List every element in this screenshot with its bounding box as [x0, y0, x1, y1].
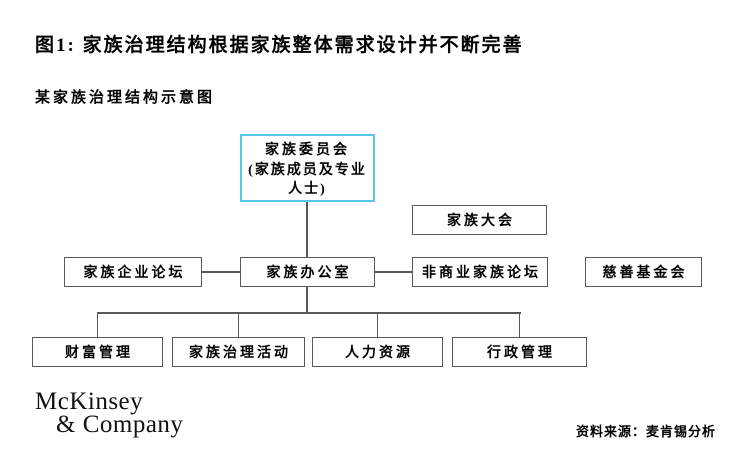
- figure-title: 图1: 家族治理结构根据家族整体需求设计并不断完善: [35, 35, 524, 56]
- node-human-resources-label: 人力资源: [345, 346, 413, 361]
- connector-drop-admin: [518, 313, 520, 337]
- connector-drop-wealth: [96, 313, 98, 337]
- node-wealth-management-label: 财富管理: [65, 346, 133, 361]
- mckinsey-logo-line2: & Company: [56, 411, 184, 438]
- mckinsey-logo: McKinsey & Company: [35, 388, 184, 438]
- node-family-committee-title: 家族委员会: [265, 143, 350, 158]
- node-family-assembly: 家族大会: [412, 205, 547, 235]
- node-administration: 行政管理: [452, 337, 587, 367]
- node-family-assembly-label: 家族大会: [447, 214, 515, 229]
- figure-subtitle: 某家族治理结构示意图: [35, 90, 216, 106]
- node-family-committee: 家族委员会 (家族成员及专业 人士): [240, 134, 375, 202]
- connector-drop-govact: [237, 313, 239, 337]
- connector-drop-hr: [376, 313, 378, 337]
- node-family-committee-sub-line1: (家族成员及专业: [248, 163, 367, 178]
- node-human-resources: 人力资源: [312, 337, 443, 367]
- source-note: 资料来源：麦肯锡分析: [575, 424, 716, 439]
- connector-committee-office: [306, 202, 308, 257]
- node-non-business-family-forum-label: 非商业家族论坛: [422, 266, 541, 281]
- connector-bottom-rail: [96, 312, 521, 314]
- node-charity-foundation-label: 慈善基金会: [602, 266, 688, 281]
- mckinsey-logo-line1: McKinsey: [35, 388, 144, 415]
- node-charity-foundation: 慈善基金会: [585, 257, 702, 287]
- node-family-business-forum: 家族企业论坛: [64, 257, 202, 287]
- connector-bizforum-office: [202, 271, 240, 273]
- node-family-business-forum-label: 家族企业论坛: [83, 266, 186, 281]
- node-wealth-management: 财富管理: [32, 337, 163, 367]
- node-administration-label: 行政管理: [487, 346, 555, 361]
- node-family-office: 家族办公室: [240, 257, 375, 287]
- node-governance-activities: 家族治理活动: [172, 337, 305, 367]
- connector-office-nonbiz: [375, 271, 412, 273]
- node-family-committee-sub-line2: 人士): [288, 182, 327, 197]
- node-family-office-label: 家族办公室: [266, 266, 352, 281]
- node-non-business-family-forum: 非商业家族论坛: [412, 257, 548, 287]
- node-governance-activities-label: 家族治理活动: [189, 346, 291, 361]
- connector-office-riser: [306, 287, 308, 313]
